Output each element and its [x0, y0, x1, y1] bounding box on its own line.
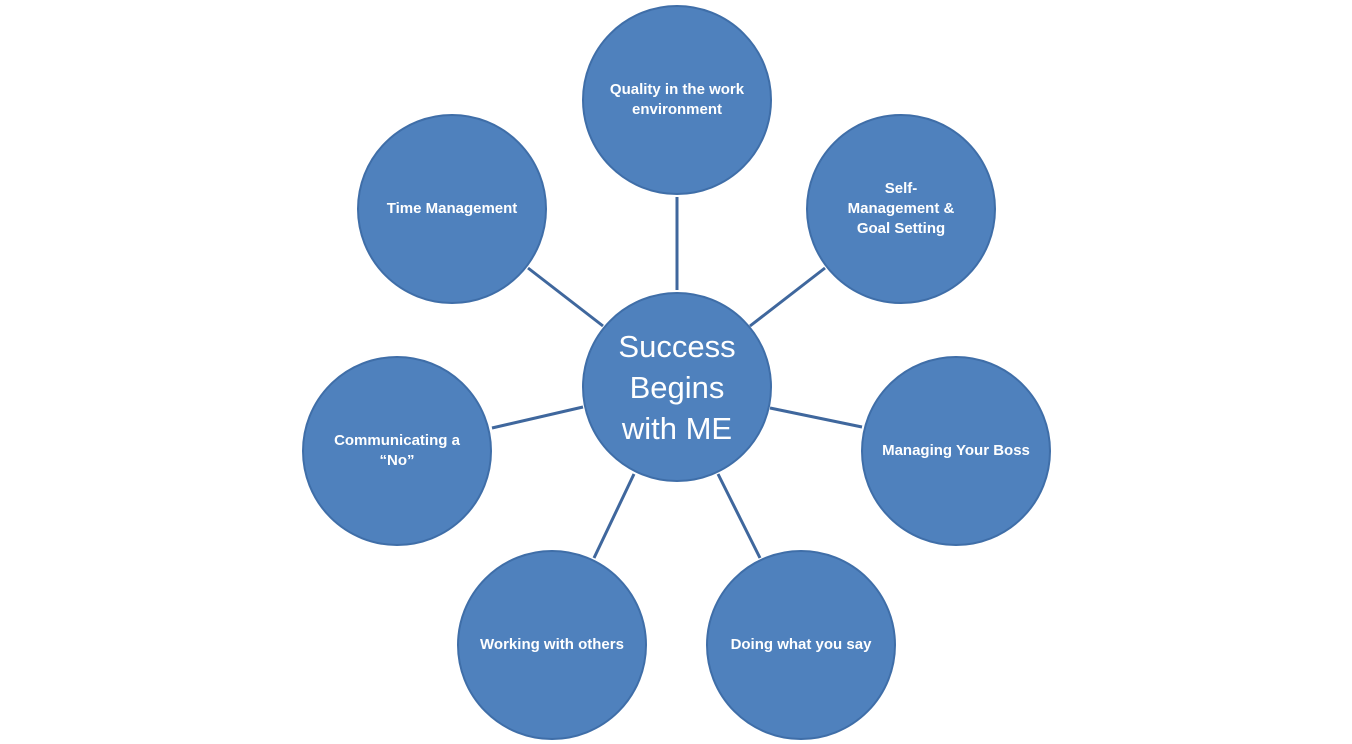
- connector-working: [592, 473, 636, 559]
- connector-doing: [716, 473, 762, 559]
- node-managing-your-boss: Managing Your Boss: [861, 356, 1051, 546]
- node-communicating-a-no: Communicating a “No”: [302, 356, 492, 546]
- connector-communicating: [491, 405, 584, 430]
- connector-boss: [769, 406, 863, 429]
- connector-self: [749, 266, 826, 328]
- center-label-line: Success: [618, 328, 736, 364]
- node-label: Managing Your Boss: [882, 442, 1030, 459]
- center-label-line: Begins: [629, 369, 725, 405]
- node-label: Self- Management & Goal Setting: [847, 180, 955, 237]
- node-label: Communicating a “No”: [334, 432, 460, 469]
- node-label: Time Management: [386, 200, 518, 217]
- connector-time: [527, 266, 604, 328]
- node-doing-what-you-say: Doing what you say: [706, 550, 896, 740]
- node-quality-in-work-environment: Quality in the work environment: [582, 5, 772, 195]
- node-self-management-goal-setting: Self- Management & Goal Setting: [806, 114, 996, 304]
- node-label: Quality in the work environment: [609, 81, 745, 118]
- node-label: Working with others: [480, 636, 624, 653]
- center-label-line: with ME: [621, 410, 733, 446]
- node-time-management: Time Management: [357, 114, 547, 304]
- node-label: Doing what you say: [730, 636, 872, 653]
- node-working-with-others: Working with others: [457, 550, 647, 740]
